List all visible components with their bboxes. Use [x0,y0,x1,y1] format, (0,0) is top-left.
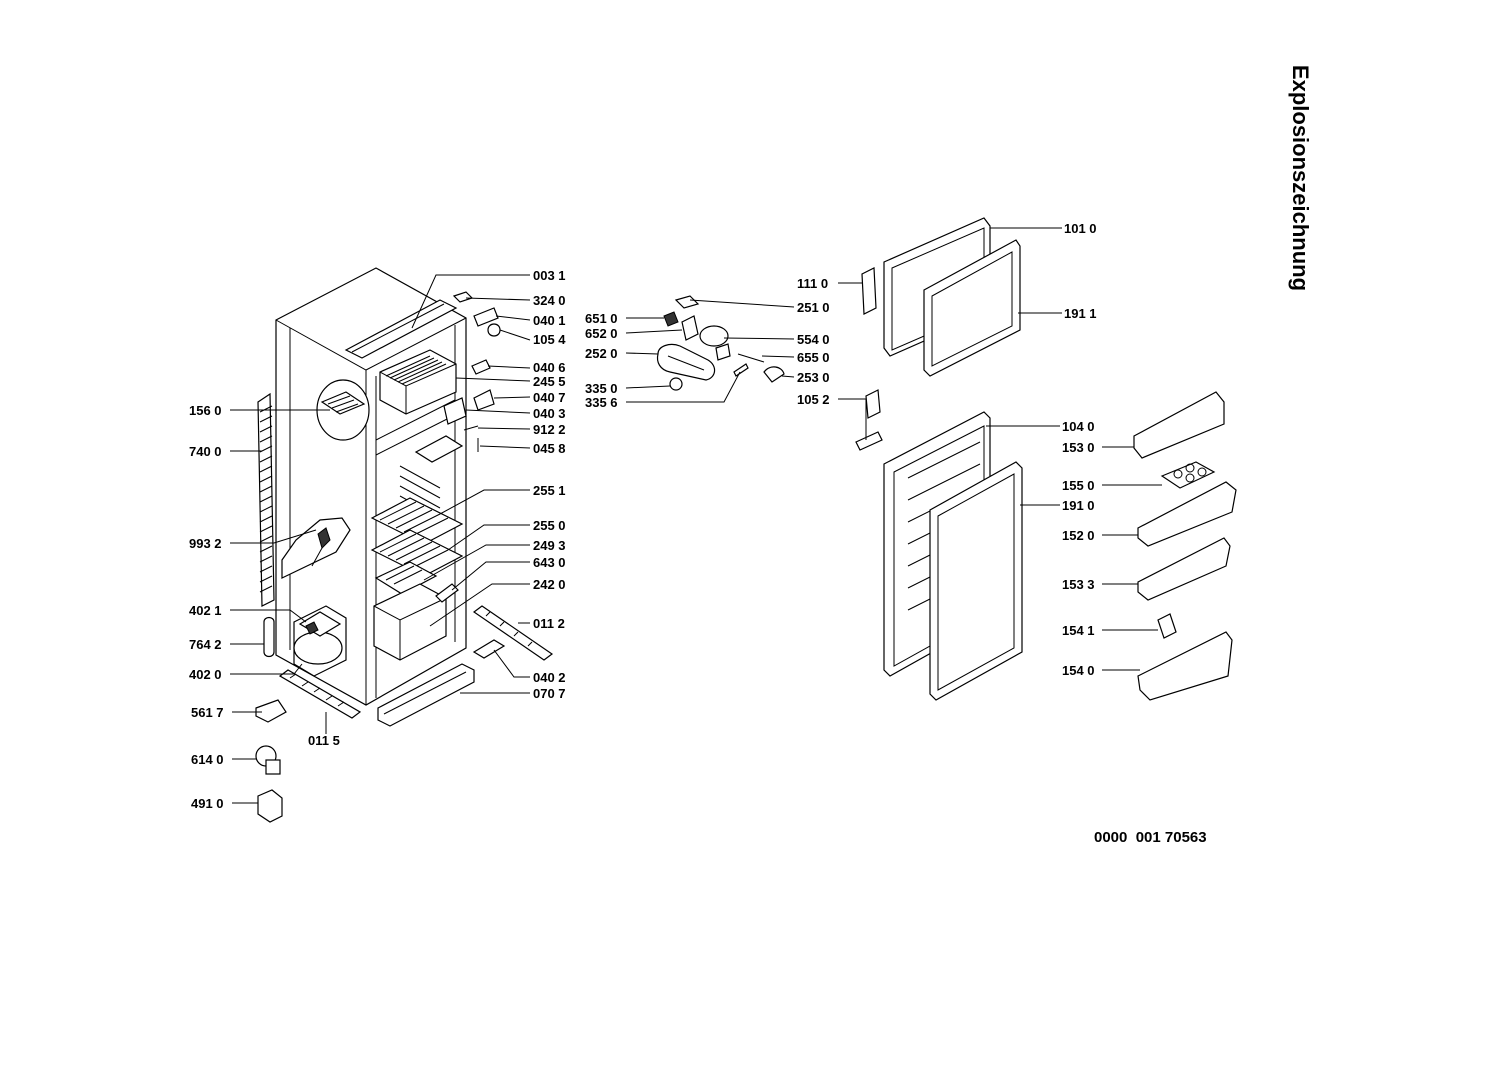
label-154-0: 154 0 [1062,663,1095,678]
label-249-3: 249 3 [533,538,566,553]
label-153-0: 153 0 [1062,440,1095,455]
hinge-111-0 [861,267,877,315]
fridge-gasket-191-0 [929,461,1023,701]
label-253-0: 253 0 [797,370,830,385]
label-105-2: 105 2 [797,392,830,407]
label-101-0: 101 0 [1064,221,1097,236]
part-324-0 [452,291,474,303]
bin-153-3 [1137,537,1231,601]
part-105-4 [487,323,501,337]
label-335-6: 335 6 [585,395,618,410]
label-614-0: 614 0 [191,752,224,767]
cabinet-body [275,267,467,706]
part-040-7 [473,389,495,411]
rail-011-5 [278,669,362,719]
bin-cover-153-0 [1133,391,1225,459]
part-491-0 [257,789,283,823]
label-402-0: 402 0 [189,667,222,682]
label-156-0: 156 0 [189,403,222,418]
label-335-0: 335 0 [585,381,618,396]
part-154-1 [1157,613,1177,639]
kickplate-070-7 [377,663,475,727]
label-242-0: 242 0 [533,577,566,592]
label-643-0: 643 0 [533,555,566,570]
dryer-764-2 [263,616,275,658]
label-070-7: 070 7 [533,686,566,701]
part-040-1 [473,307,499,327]
label-040-3: 040 3 [533,406,566,421]
inset-thermostat-sensor [281,517,351,579]
label-040-2: 040 2 [533,670,566,685]
label-993-2: 993 2 [189,536,222,551]
bracket-040-2 [472,639,506,659]
label-104-0: 104 0 [1062,419,1095,434]
label-491-0: 491 0 [191,796,224,811]
page-title: Explosionszeichnung [1288,64,1313,292]
rail-011-2 [472,605,554,661]
label-655-0: 655 0 [797,350,830,365]
freezer-gasket-191-1 [923,239,1021,377]
label-651-0: 651 0 [585,311,618,326]
part-040-6 [471,359,491,375]
label-554-0: 554 0 [797,332,830,347]
label-255-0: 255 0 [533,518,566,533]
label-011-2: 011 2 [533,616,565,631]
hinge-105-2 [865,389,881,419]
bin-154-0 [1137,631,1233,701]
inset-ice-tray [316,379,370,441]
label-561-7: 561 7 [191,705,224,720]
part-561-7 [255,699,287,723]
label-245-5: 245 5 [533,374,566,389]
label-191-0: 191 0 [1062,498,1095,513]
label-154-1: 154 1 [1062,623,1095,638]
label-252-0: 252 0 [585,346,618,361]
condenser-740-0 [257,392,275,607]
label-255-1: 255 1 [533,483,566,498]
label-740-0: 740 0 [189,444,222,459]
label-003-1: 003 1 [533,268,566,283]
label-402-1: 402 1 [189,603,222,618]
control-unit [656,295,785,391]
label-153-3: 153 3 [1062,577,1095,592]
label-155-0: 155 0 [1062,478,1095,493]
label-764-2: 764 2 [189,637,222,652]
label-912-2: 912 2 [533,422,566,437]
label-652-0: 652 0 [585,326,618,341]
relay-614-0 [265,759,281,775]
label-191-1: 191 1 [1064,306,1097,321]
label-040-7: 040 7 [533,390,566,405]
compressor-402-0 [293,605,347,677]
label-152-0: 152 0 [1062,528,1095,543]
label-045-8: 045 8 [533,441,566,456]
screw-912-2 [463,425,479,431]
hinge-105-2-lower [855,431,883,451]
part-040-3 [443,397,467,425]
label-324-0: 324 0 [533,293,566,308]
label-111-0: 111 0 [797,276,828,291]
bin-152-0 [1137,481,1237,547]
part-labels: 003 1 324 0 040 1 105 4 040 6 245 5 040 … [189,221,1097,811]
label-251-0: 251 0 [797,300,830,315]
label-011-5: 011 5 [308,733,340,748]
document-number: 0000 001 70563 [1094,829,1207,846]
leader-lines [230,227,1162,804]
label-040-1: 040 1 [533,313,566,328]
label-105-4: 105 4 [533,332,566,347]
label-040-6: 040 6 [533,360,566,375]
